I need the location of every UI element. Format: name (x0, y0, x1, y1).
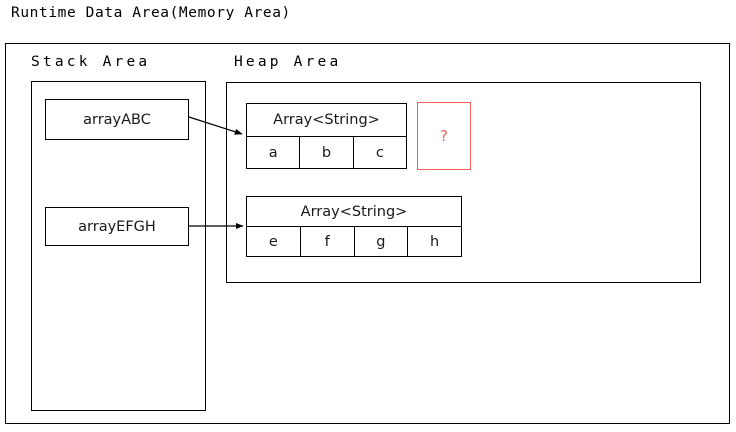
heap-area-label: Heap Area (234, 54, 342, 70)
stack-variable-arrayabc: arrayABC (45, 99, 189, 140)
page-title: Runtime Data Area(Memory Area) (11, 5, 291, 21)
heap-array-cells: e f g h (247, 226, 461, 256)
array-cell: g (353, 227, 408, 256)
array-cell: f (299, 227, 354, 256)
array-cell: h (407, 227, 461, 256)
array-cell: b (299, 137, 352, 168)
heap-array-type-label: Array<String> (300, 203, 408, 220)
stack-area-label: Stack Area (31, 54, 151, 70)
heap-array-type-label: Array<String> (273, 112, 380, 128)
heap-array-efgh: Array<String> e f g h (246, 196, 462, 257)
stack-variable-arrayefgh: arrayEFGH (45, 207, 189, 246)
heap-array-cells: a b c (247, 136, 406, 168)
array-cell: e (268, 233, 278, 250)
array-cell: a (268, 144, 278, 161)
stack-variable-label: arrayABC (83, 111, 151, 128)
heap-array-abc: Array<String> a b c (246, 103, 407, 169)
question-mark-icon: ? (440, 127, 448, 145)
unknown-object-box: ? (417, 102, 471, 170)
stack-variable-label: arrayEFGH (78, 218, 156, 235)
array-cell: c (352, 137, 406, 168)
